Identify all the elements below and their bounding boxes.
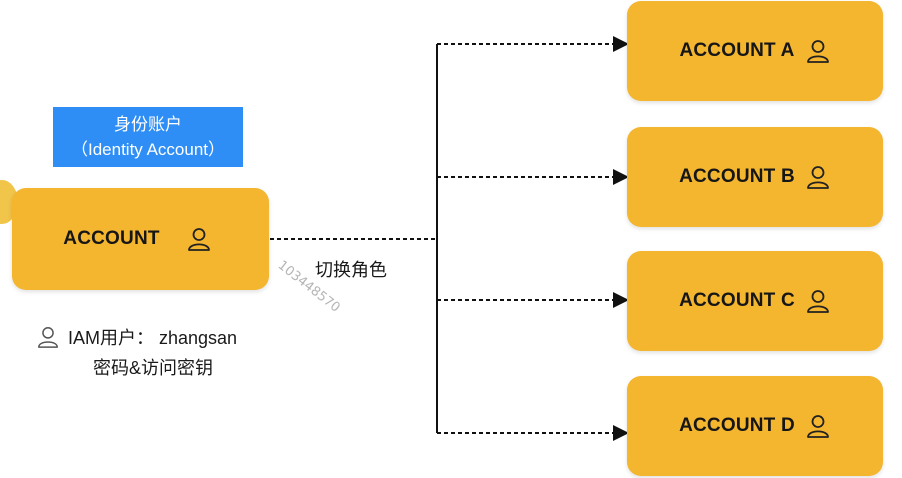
source-account-card: ACCOUNT bbox=[12, 188, 269, 290]
person-icon bbox=[805, 288, 831, 314]
identity-account-title: 身份账户 bbox=[114, 115, 182, 134]
person-icon bbox=[186, 226, 212, 252]
account-c-card: ACCOUNT C bbox=[627, 251, 883, 351]
person-icon bbox=[805, 38, 831, 64]
iam-user-text: IAM用户： zhangsan bbox=[68, 328, 238, 348]
account-a-label: ACCOUNT A bbox=[679, 40, 795, 61]
iam-user-line: IAM用户： zhangsan bbox=[36, 324, 237, 350]
account-d-label: ACCOUNT D bbox=[679, 415, 795, 436]
account-b-label: ACCOUNT B bbox=[679, 166, 795, 187]
switch-role-label: 切换角色 bbox=[315, 260, 387, 280]
person-icon bbox=[36, 325, 60, 349]
person-icon bbox=[805, 164, 831, 190]
account-b-card: ACCOUNT B bbox=[627, 127, 883, 227]
account-d-card: ACCOUNT D bbox=[627, 376, 883, 476]
identity-account-box: 身份账户 （Identity Account） bbox=[53, 107, 243, 167]
source-account-label: ACCOUNT bbox=[63, 228, 160, 249]
iam-credentials-text: 密码&访问密钥 bbox=[93, 358, 214, 378]
identity-account-subtitle: （Identity Account） bbox=[70, 140, 226, 159]
account-c-label: ACCOUNT C bbox=[679, 290, 795, 311]
account-a-card: ACCOUNT A bbox=[627, 1, 883, 101]
person-icon bbox=[805, 413, 831, 439]
